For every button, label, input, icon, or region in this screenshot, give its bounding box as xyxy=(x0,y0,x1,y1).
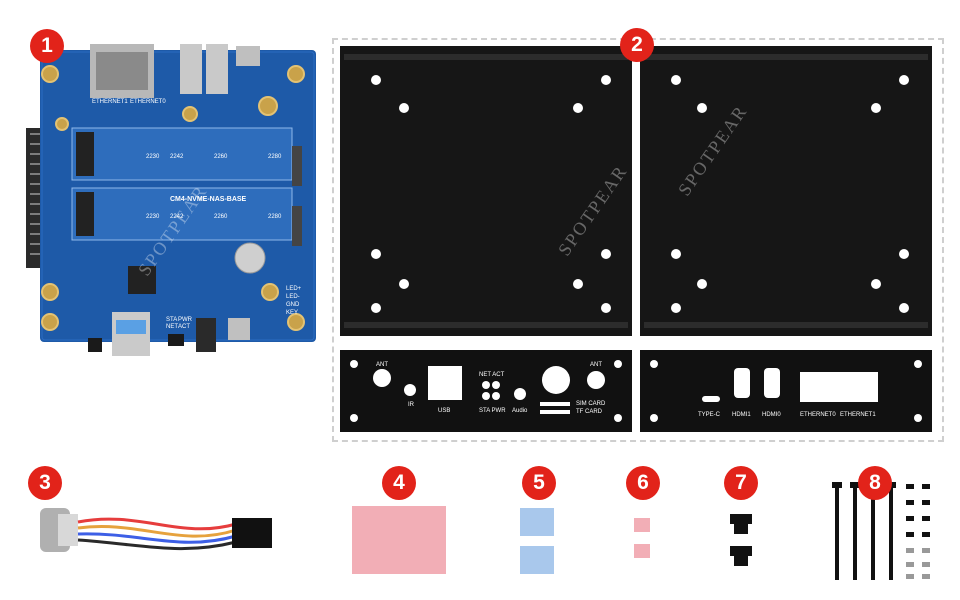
slot-label-2280-a: 2280 xyxy=(268,154,282,160)
power-button-cable xyxy=(40,508,272,552)
key-label: KEY xyxy=(286,310,298,316)
act-label: ACT xyxy=(178,324,190,330)
panel-type-c: TYPE-C xyxy=(698,412,721,418)
board-label-eth1: ETHERNET1 xyxy=(92,99,128,105)
slot-label-2260-a: 2260 xyxy=(214,154,228,160)
slot-label-2242-b: 2242 xyxy=(170,214,184,220)
panel-audio: Audio xyxy=(512,408,528,414)
slot-label-2280-b: 2280 xyxy=(268,214,282,220)
badge-7: 7 xyxy=(724,466,758,500)
panel-hdmi1: HDMI1 xyxy=(732,412,751,418)
badge-2: 2 xyxy=(620,28,654,62)
panel-ethernet1: ETHERNET1 xyxy=(840,412,876,418)
thermal-pad-blue-1 xyxy=(520,508,554,536)
badge-3: 3 xyxy=(28,466,62,500)
thermal-pad-blue-2 xyxy=(520,546,554,574)
thermal-pad-small-1 xyxy=(634,518,650,532)
panel-net-act: NET ACT xyxy=(479,372,505,378)
slot-label-2230-b: 2230 xyxy=(146,214,160,220)
panel-ant-left: ANT xyxy=(376,362,388,368)
pwr-label: PWR xyxy=(178,317,193,323)
gnd-label: GND xyxy=(286,302,300,308)
aluminum-enclosure: ANT ANT IR USB NET ACT STA PWR Audio SIM… xyxy=(340,46,932,432)
badge-1: 1 xyxy=(30,29,64,63)
net-label: NET xyxy=(166,324,178,330)
panel-hdmi0: HDMI0 xyxy=(762,412,781,418)
led-minus-label: LED- xyxy=(286,294,300,300)
board-model-label: CM4-NVME-NAS-BASE xyxy=(170,196,247,203)
panel-usb: USB xyxy=(438,408,450,414)
thermal-pad-small-2 xyxy=(634,544,650,558)
panel-sta-pwr: STA PWR xyxy=(479,408,506,414)
panel-tf-card: TF CARD xyxy=(576,409,603,415)
panel-sim-card: SIM CARD xyxy=(576,401,606,407)
rubber-feet xyxy=(730,514,752,566)
thermal-pad-large xyxy=(352,506,446,574)
slot-label-2260-b: 2260 xyxy=(214,214,228,220)
sta-label: STA xyxy=(166,317,177,323)
panel-ant-right: ANT xyxy=(590,362,602,368)
nas-base-board: ETHERNET1 ETHERNET0 2230 2242 2260 2280 … xyxy=(26,44,316,356)
badge-6: 6 xyxy=(626,466,660,500)
badge-8: 8 xyxy=(858,466,892,500)
slot-label-2230-a: 2230 xyxy=(146,154,160,160)
led-plus-label: LED+ xyxy=(286,286,302,292)
slot-label-2242-a: 2242 xyxy=(170,154,184,160)
panel-ethernet0: ETHERNET0 xyxy=(800,412,836,418)
board-label-eth0: ETHERNET0 xyxy=(130,99,166,105)
badge-4: 4 xyxy=(382,466,416,500)
badge-5: 5 xyxy=(522,466,556,500)
panel-ir: IR xyxy=(408,402,415,408)
